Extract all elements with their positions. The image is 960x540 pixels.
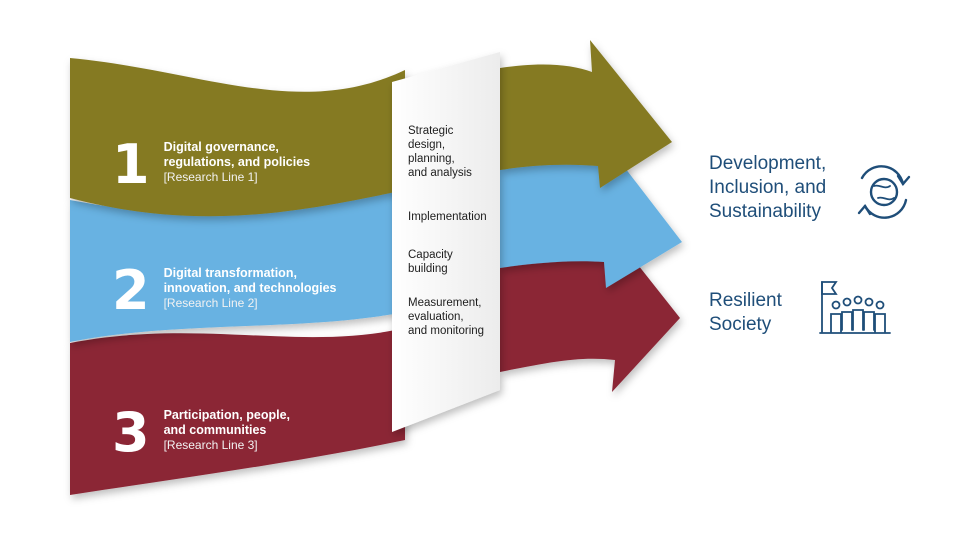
research-line-2-title-b: innovation, and technologies	[163, 281, 337, 295]
step-4-line-1: Measurement,	[408, 297, 482, 309]
step-3-line-1: Capacity	[408, 249, 453, 261]
outcome-resilient-society: Resilient Society	[709, 289, 782, 337]
research-line-3-title-b: and communities	[163, 423, 267, 437]
research-line-2-title-a: Digital transformation,	[163, 266, 297, 280]
community-flag-icon	[819, 281, 891, 334]
research-line-2-subtitle: [Research Line 2]	[163, 296, 258, 310]
research-line-2-number: 2	[112, 259, 150, 322]
step-1-line-1: Strategic	[408, 125, 454, 137]
research-line-3-number: 3	[112, 401, 150, 464]
research-line-1-title-b: regulations, and policies	[163, 155, 311, 169]
band-3-arrow	[70, 232, 680, 495]
step-implementation: Implementation	[408, 210, 508, 224]
step-2-line-1: Implementation	[408, 211, 487, 223]
step-1-line-2: design,	[408, 139, 446, 151]
band-2-arrow	[70, 138, 682, 342]
step-4-line-3: and monitoring	[408, 325, 485, 337]
step-3-line-2: building	[408, 263, 448, 275]
step-capacity-building: Capacity building	[408, 248, 508, 276]
step-measurement: Measurement, evaluation, and monitoring	[408, 296, 508, 338]
research-line-1-label: 1 Digital governance, regulations, and p…	[112, 138, 310, 192]
outcome-development: Development, Inclusion, and Sustainabili…	[709, 152, 826, 224]
research-line-3-title-a: Participation, people,	[163, 408, 290, 422]
research-line-1-number: 1	[112, 133, 150, 196]
step-1-line-4: and analysis	[408, 167, 472, 179]
globe-cycle-icon	[857, 165, 911, 219]
outcome-2-line-1: Resilient	[709, 290, 782, 311]
outcome-1-line-2: Inclusion, and	[709, 177, 827, 198]
research-line-1-subtitle: [Research Line 1]	[163, 170, 258, 184]
step-1-line-3: planning,	[408, 153, 455, 165]
step-strategic-design: Strategic design, planning, and analysis	[408, 124, 508, 180]
process-panel	[392, 52, 500, 432]
band-1-arrow	[70, 40, 672, 217]
research-line-1-title-a: Digital governance,	[163, 140, 279, 154]
outcome-2-line-2: Society	[709, 314, 772, 335]
step-4-line-2: evaluation,	[408, 311, 464, 323]
research-line-3-subtitle: [Research Line 3]	[163, 438, 258, 452]
outcome-1-line-3: Sustainability	[709, 201, 821, 222]
outcome-1-line-1: Development,	[709, 153, 827, 174]
research-line-2-label: 2 Digital transformation, innovation, an…	[112, 264, 337, 318]
research-line-3-label: 3 Participation, people, and communities…	[112, 406, 290, 460]
